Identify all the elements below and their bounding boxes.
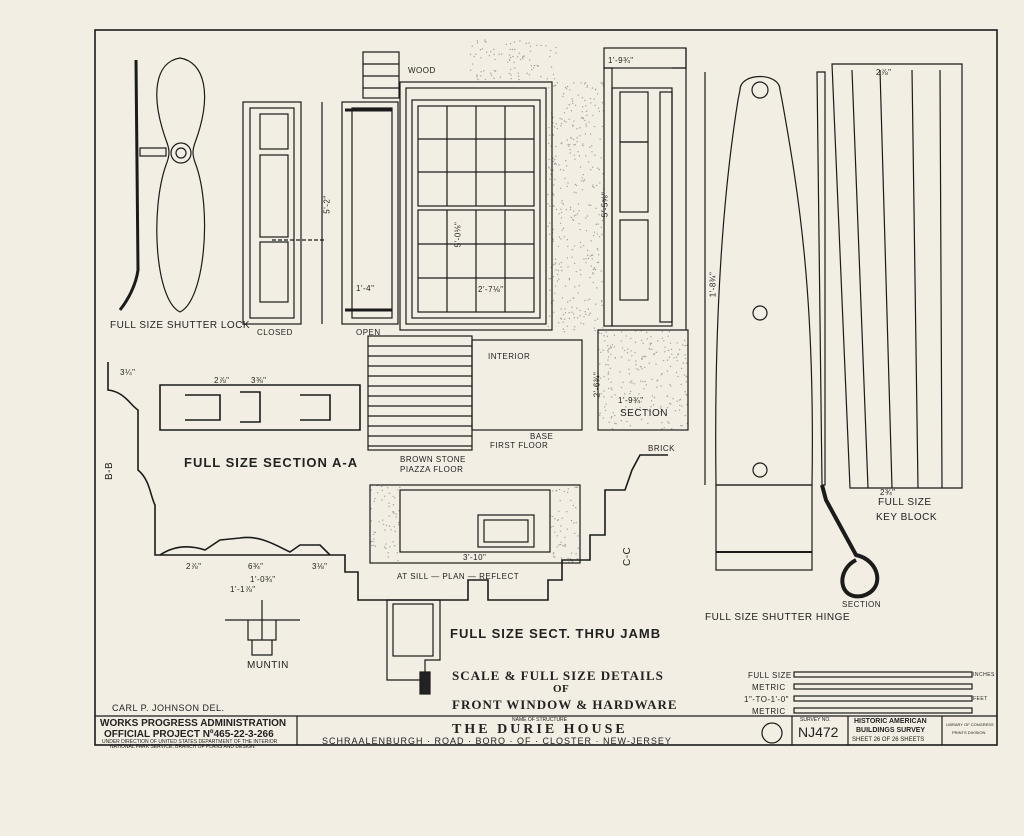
label-key-block-1: FULL SIZE [878,497,932,508]
drafter: CARL P. JOHNSON DEL. [112,703,225,713]
scale-inch: 1"-TO-1'-0" [744,695,790,704]
tb-sheet-no: SHEET 26 OF 26 SHEETS [852,737,925,743]
shutter-hinge-drawing [704,71,880,599]
brick-wall-top [362,51,400,99]
brick-wall-middle [367,335,473,451]
label-brick: BRICK [648,444,675,453]
shutter-open-drawing [321,101,399,325]
scale-feet: FEET [973,696,988,702]
label-sect-thru-jamb: FULL SIZE SECT. THRU JAMB [450,626,662,641]
tb-name-label: NAME OF STRUCTURE [512,717,567,723]
dim-8: 1'-9¾" [618,396,644,405]
label-bb: B-B [104,461,115,480]
scale-inches: INCHES [973,672,995,678]
interior-wall [471,339,583,431]
tb-survey-label: SURVEY NO. [800,717,831,723]
tb-loc-2: PRINTS DIVISION [952,730,986,735]
dim-7: 2'-6¾" [592,371,602,398]
tb-nps: NATIONAL PARK SERVICE, BRANCH OF PLANS A… [110,744,255,750]
section-stone [597,329,689,431]
tb-habs-2: BUILDINGS SURVEY [856,727,926,734]
dim-1: 5'-2" [322,195,332,214]
tb-dept: UNDER DIRECTION OF UNITED STATES DEPARTM… [102,739,278,745]
dim-14: 1'-0¾" [250,575,276,584]
label-first-floor: FIRST FLOOR [490,441,549,450]
dim-17: 2¾" [880,488,896,497]
dim-4: 2'-7⅛" [478,285,504,294]
dim-2: 5'-5⅝" [600,191,610,218]
scale-metric-2: METRIC [752,707,786,716]
dim-20: 2⅞" [214,376,230,385]
main-title-line1: SCALE & FULL SIZE DETAILS [452,668,664,683]
muntin-drawing [225,600,300,656]
tb-survey-no: NJ472 [798,724,839,740]
scale-full-size: FULL SIZE [748,671,792,680]
scale-bars [793,671,973,714]
dim-19: 3¼" [120,368,136,377]
stucco-stipple [370,39,688,564]
label-hinge-section: SECTION [842,600,882,609]
dim-21: 3⅜" [251,376,267,385]
label-closed: CLOSED [257,328,293,337]
label-plan: AT SILL — PLAN — REFLECT [397,572,520,581]
titleblock-lines [296,716,943,745]
dim-13: 3⅛" [312,562,328,571]
window-elevation [399,81,553,331]
label-piazza-floor: PIAZZA FLOOR [400,465,464,474]
label-section-aa: FULL SIZE SECTION A-A [184,455,359,470]
label-muntin: MUNTIN [247,660,289,671]
label-open: OPEN [356,328,381,337]
main-title-line3: FRONT WINDOW & HARDWARE [452,697,678,712]
dim-6: 1'-4" [356,284,375,293]
plan-drawing [369,484,581,564]
dim-9: 1'-8¾" [708,271,718,298]
label-shutter-hinge: FULL SIZE SHUTTER HINGE [705,612,851,623]
tb-loc-1: LIBRARY OF CONGRESS [946,722,994,727]
tb-structure: THE DURIE HOUSE [452,722,628,737]
scale-metric-1: METRIC [752,683,786,692]
dim-16: 2⅞" [876,68,892,77]
dim-10: 3'-10" [463,553,487,562]
label-key-block-2: KEY BLOCK [876,512,938,523]
window-section-right [603,47,687,330]
tb-location: SCHRAALENBURGH · ROAD · BORO · OF · CLOS… [322,736,672,746]
shutter-lock-drawing [118,57,206,313]
tb-habs-1: HISTORIC AMERICAN [854,718,927,725]
sect-thru-jamb-drawing [386,599,441,695]
shutter-closed-drawing [242,101,325,325]
jamb-section-profile [107,362,668,601]
dim-5: 5'-0⅛" [453,221,463,248]
dim-3: 1'-9¾" [608,56,634,65]
tb-project: OFFICIAL PROJECT Nº465-22-3-266 [104,729,274,740]
tb-wpa: WORKS PROGRESS ADMINISTRATION [100,718,287,729]
label-brown-stone: BROWN STONE [400,455,466,464]
label-cc: C-C [622,546,633,566]
label-shutter-lock: FULL SIZE SHUTTER LOCK [110,320,251,331]
sheet-border [94,29,998,746]
main-title-line2: OF [553,683,570,695]
dim-15: 1'-1⅞" [230,585,256,594]
key-block-drawing [831,63,963,489]
dim-11: 2⅞" [186,562,202,571]
dim-12: 6¾" [248,562,264,571]
label-interior: INTERIOR [488,352,531,361]
label-wood: WOOD [408,66,436,75]
label-base: BASE [530,432,554,441]
label-section: SECTION [620,408,668,419]
